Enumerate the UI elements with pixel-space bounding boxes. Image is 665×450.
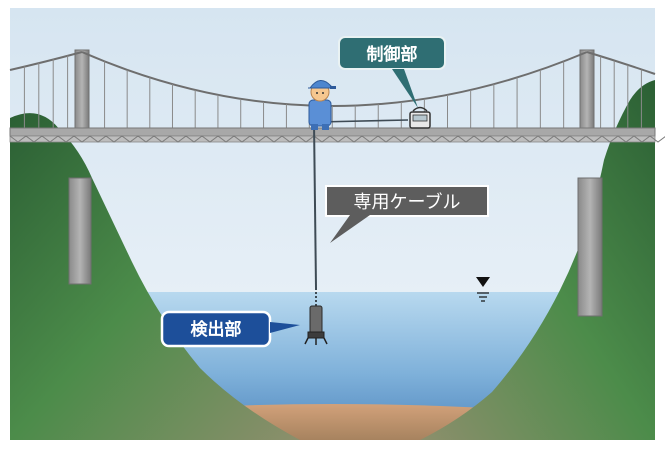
deck-truss (9, 135, 665, 143)
right-mountain (420, 80, 655, 440)
cable-label: 専用ケーブル (354, 191, 461, 213)
detector-label: 検出部 (191, 319, 242, 340)
water-level-marker (476, 277, 490, 302)
detector-probe (304, 305, 328, 345)
worker-figure (308, 80, 336, 130)
control-unit-label: 制御部 (367, 44, 418, 65)
hanger-cables (23, 55, 642, 128)
detector-callout: 検出部 (160, 310, 300, 348)
control-cable (317, 119, 409, 123)
cable-callout: 専用ケーブル (325, 185, 489, 243)
bridge-deck (9, 127, 665, 143)
dedicated-cable (313, 121, 317, 289)
control-unit-callout: 制御部 (338, 36, 446, 108)
right-tower (577, 49, 603, 317)
control-unit-device (409, 106, 431, 129)
